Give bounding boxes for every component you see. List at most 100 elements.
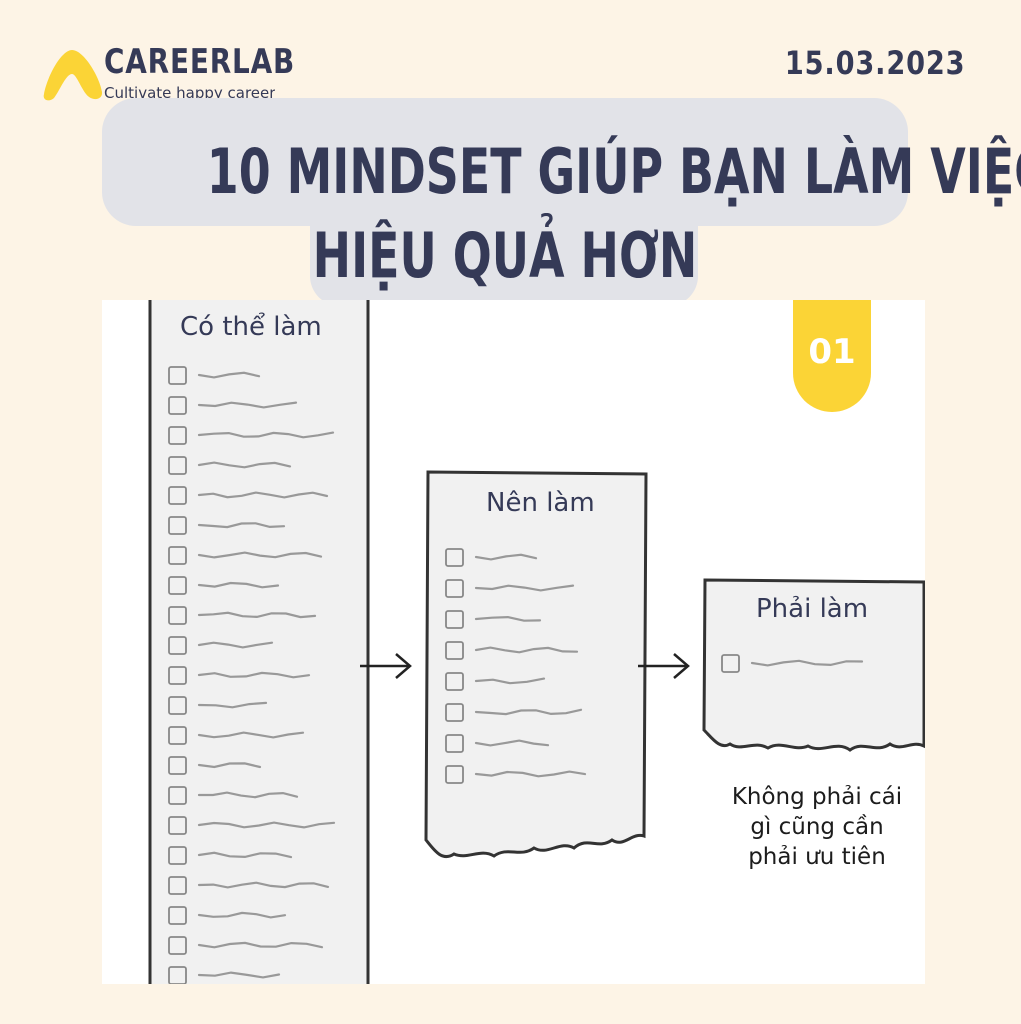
list-card-could-do [148, 300, 370, 984]
checklist-row [445, 579, 575, 598]
title-line-1: 10 MINDSET GIÚP BẠN LÀM VIỆC [206, 135, 1021, 208]
list-rows-should-do [445, 548, 587, 784]
scribble-line [197, 701, 268, 709]
scribble-line [197, 911, 287, 919]
scribble-line [474, 553, 538, 561]
checklist-row [445, 703, 583, 722]
checkbox-icon [168, 606, 187, 625]
checklist-row [168, 396, 298, 415]
checklist-row [445, 765, 587, 784]
checklist-row [168, 846, 293, 865]
scribble-line [197, 581, 280, 589]
checklist-row [168, 666, 311, 685]
scribble-line [197, 731, 305, 739]
checkbox-icon [445, 579, 464, 598]
checkbox-icon [168, 636, 187, 655]
checkbox-icon [168, 486, 187, 505]
scribble-line [197, 881, 330, 889]
checkbox-icon [168, 816, 187, 835]
checkbox-icon [168, 936, 187, 955]
careerlab-logo-icon [43, 50, 103, 101]
illustration-panel: 01 Có thể làm Nên làm Phải làm Không phả… [102, 300, 925, 984]
checklist-row [168, 816, 336, 835]
scribble-line [197, 671, 311, 679]
list-title-could-do: Có thể làm [180, 312, 322, 342]
scribble-line [197, 522, 286, 529]
checklist-row [168, 876, 330, 895]
list-card-should-do [424, 470, 648, 859]
checkbox-icon [168, 426, 187, 445]
scribble-line [197, 431, 335, 439]
checkbox-icon [168, 516, 187, 535]
caption-line-2: gì cũng cần [750, 814, 884, 840]
badge-number: 01 [808, 332, 856, 372]
scribble-line [474, 615, 542, 622]
checklist-row [168, 516, 286, 535]
checkbox-icon [168, 846, 187, 865]
checkbox-icon [445, 548, 464, 567]
scribble-line [197, 611, 317, 619]
checkbox-icon [168, 396, 187, 415]
scribble-line [474, 677, 546, 685]
caption: Không phải cái gì cũng cần phải ưu tiên [702, 782, 925, 872]
checkbox-icon [168, 576, 187, 595]
scribble-line [197, 821, 336, 829]
scribble-line [197, 461, 292, 469]
checklist-row [445, 734, 550, 753]
scribble-line [197, 791, 299, 799]
checkbox-icon [168, 456, 187, 475]
brand-name: CAREERLAB [104, 42, 296, 82]
brand-tagline: Cultivate happy career [104, 84, 276, 98]
checklist-row [445, 548, 538, 567]
scribble-line [197, 762, 262, 769]
list-rows-could-do [168, 366, 336, 984]
checklist-row [168, 606, 317, 625]
scribble-line [197, 941, 324, 949]
checklist-row [168, 786, 299, 805]
scribble-line [197, 971, 281, 979]
checklist-row [721, 654, 864, 673]
checklist-row [168, 636, 274, 655]
checkbox-icon [168, 906, 187, 925]
checkbox-icon [168, 666, 187, 685]
scribble-line [197, 371, 261, 379]
caption-line-1: Không phải cái [731, 784, 903, 810]
checklist-row [168, 696, 268, 715]
scribble-line [474, 584, 575, 592]
checkbox-icon [168, 696, 187, 715]
title-line-2: HIỆU QUẢ HƠN [312, 219, 698, 292]
checklist-row [168, 486, 329, 505]
checklist-row [168, 966, 281, 984]
checklist-row [168, 756, 262, 775]
caption-line-3: phải ưu tiên [748, 844, 886, 870]
scribble-line [750, 659, 864, 667]
checkbox-icon [445, 672, 464, 691]
scribble-line [197, 401, 298, 409]
scribble-line [197, 851, 293, 859]
checklist-row [168, 366, 261, 385]
checklist-row [168, 456, 292, 475]
checkbox-icon [445, 641, 464, 660]
checklist-row [168, 426, 335, 445]
checklist-row [168, 576, 280, 595]
checkbox-icon [168, 726, 187, 745]
checklist-row [168, 906, 287, 925]
checklist-row [168, 546, 323, 565]
number-badge: 01 [793, 300, 871, 412]
checklist-row [168, 936, 324, 955]
list-title-must-do: Phải làm [756, 594, 869, 624]
checklist-row [445, 641, 579, 660]
checkbox-icon [168, 546, 187, 565]
checkbox-icon [445, 610, 464, 629]
arrow-icon [638, 653, 690, 679]
scribble-line [474, 739, 550, 747]
checkbox-icon [168, 786, 187, 805]
arrow-icon [360, 653, 412, 679]
page-title: 10 MINDSET GIÚP BẠN LÀM VIỆC HIỆU QUẢ HƠ… [102, 130, 1021, 298]
scribble-line [474, 770, 587, 778]
checkbox-icon [168, 966, 187, 984]
checklist-row [445, 610, 542, 629]
scribble-line [474, 708, 583, 716]
checkbox-icon [168, 876, 187, 895]
checklist-row [168, 726, 305, 745]
